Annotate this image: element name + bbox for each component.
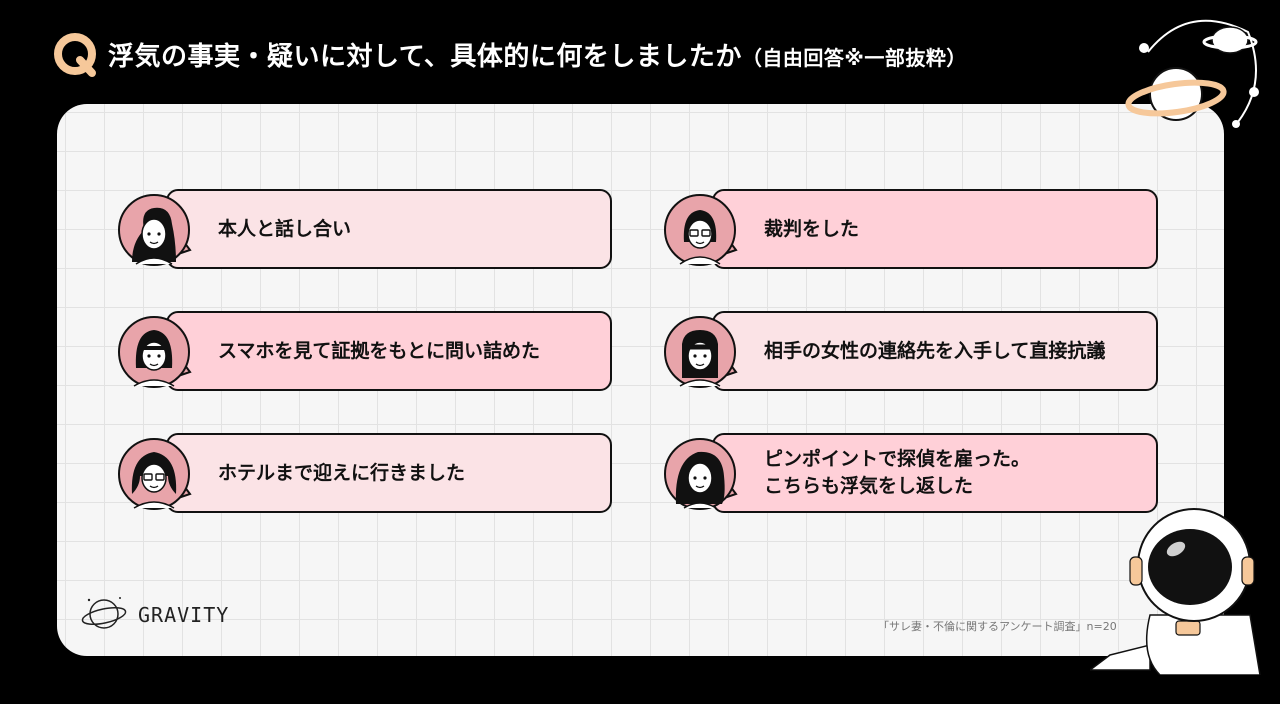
woman-avatar-icon — [118, 316, 192, 388]
answer-card: スマホを見て証拠をもとに問い詰めた — [118, 311, 612, 391]
answer-bubble: 裁判をした — [712, 189, 1158, 269]
answer-text: 相手の女性の連絡先を入手して直接抗議 — [764, 339, 1106, 362]
answer-line: ピンポイントで探偵を雇った。 — [764, 448, 1031, 471]
answer-line: こちらも浮気をし返した — [764, 475, 974, 497]
planet-icon — [1125, 19, 1259, 128]
brand-name: GRAVITY — [138, 603, 230, 627]
astronaut-icon — [1090, 508, 1261, 675]
answer-card: 裁判をした — [664, 189, 1158, 269]
answer-text: ホテルまで迎えに行きました — [218, 461, 466, 484]
woman-avatar-icon — [118, 438, 192, 510]
title-main: 浮気の事実・疑いに対して、具体的に何をしましたか — [108, 42, 742, 72]
woman-avatar-icon — [664, 438, 738, 510]
answer-card: 相手の女性の連絡先を入手して直接抗議 — [664, 311, 1158, 391]
title-subtitle: （自由回答※一部抜粋） — [741, 46, 967, 70]
answer-card: ピンポイントで探偵を雇った。こちらも浮気をし返した — [664, 433, 1158, 513]
answer-text: ピンポイントで探偵を雇った。こちらも浮気をし返した — [764, 446, 1030, 499]
answer-bubble: 本人と話し合い — [166, 189, 612, 269]
woman-avatar-icon — [664, 316, 738, 388]
woman-avatar-icon — [664, 194, 738, 266]
planet-logo-icon — [81, 597, 127, 629]
page-title: 浮気の事実・疑いに対して、具体的に何をしましたか（自由回答※一部抜粋） — [108, 36, 967, 73]
answer-text: 本人と話し合い — [218, 217, 352, 240]
answer-bubble: ホテルまで迎えに行きました — [166, 433, 612, 513]
answer-text: 裁判をした — [764, 217, 860, 240]
answer-card: ホテルまで迎えに行きました — [118, 433, 612, 513]
answer-text: スマホを見て証拠をもとに問い詰めた — [218, 339, 541, 362]
answer-card: 本人と話し合い — [118, 189, 612, 269]
q-badge-icon — [54, 33, 96, 77]
source-note: 「サレ妻・不倫に関するアンケート調査」n=20 — [878, 620, 1117, 633]
answer-bubble: スマホを見て証拠をもとに問い詰めた — [166, 311, 612, 391]
answer-bubble: ピンポイントで探偵を雇った。こちらも浮気をし返した — [712, 433, 1158, 513]
woman-avatar-icon — [118, 194, 192, 266]
answer-bubble: 相手の女性の連絡先を入手して直接抗議 — [712, 311, 1158, 391]
